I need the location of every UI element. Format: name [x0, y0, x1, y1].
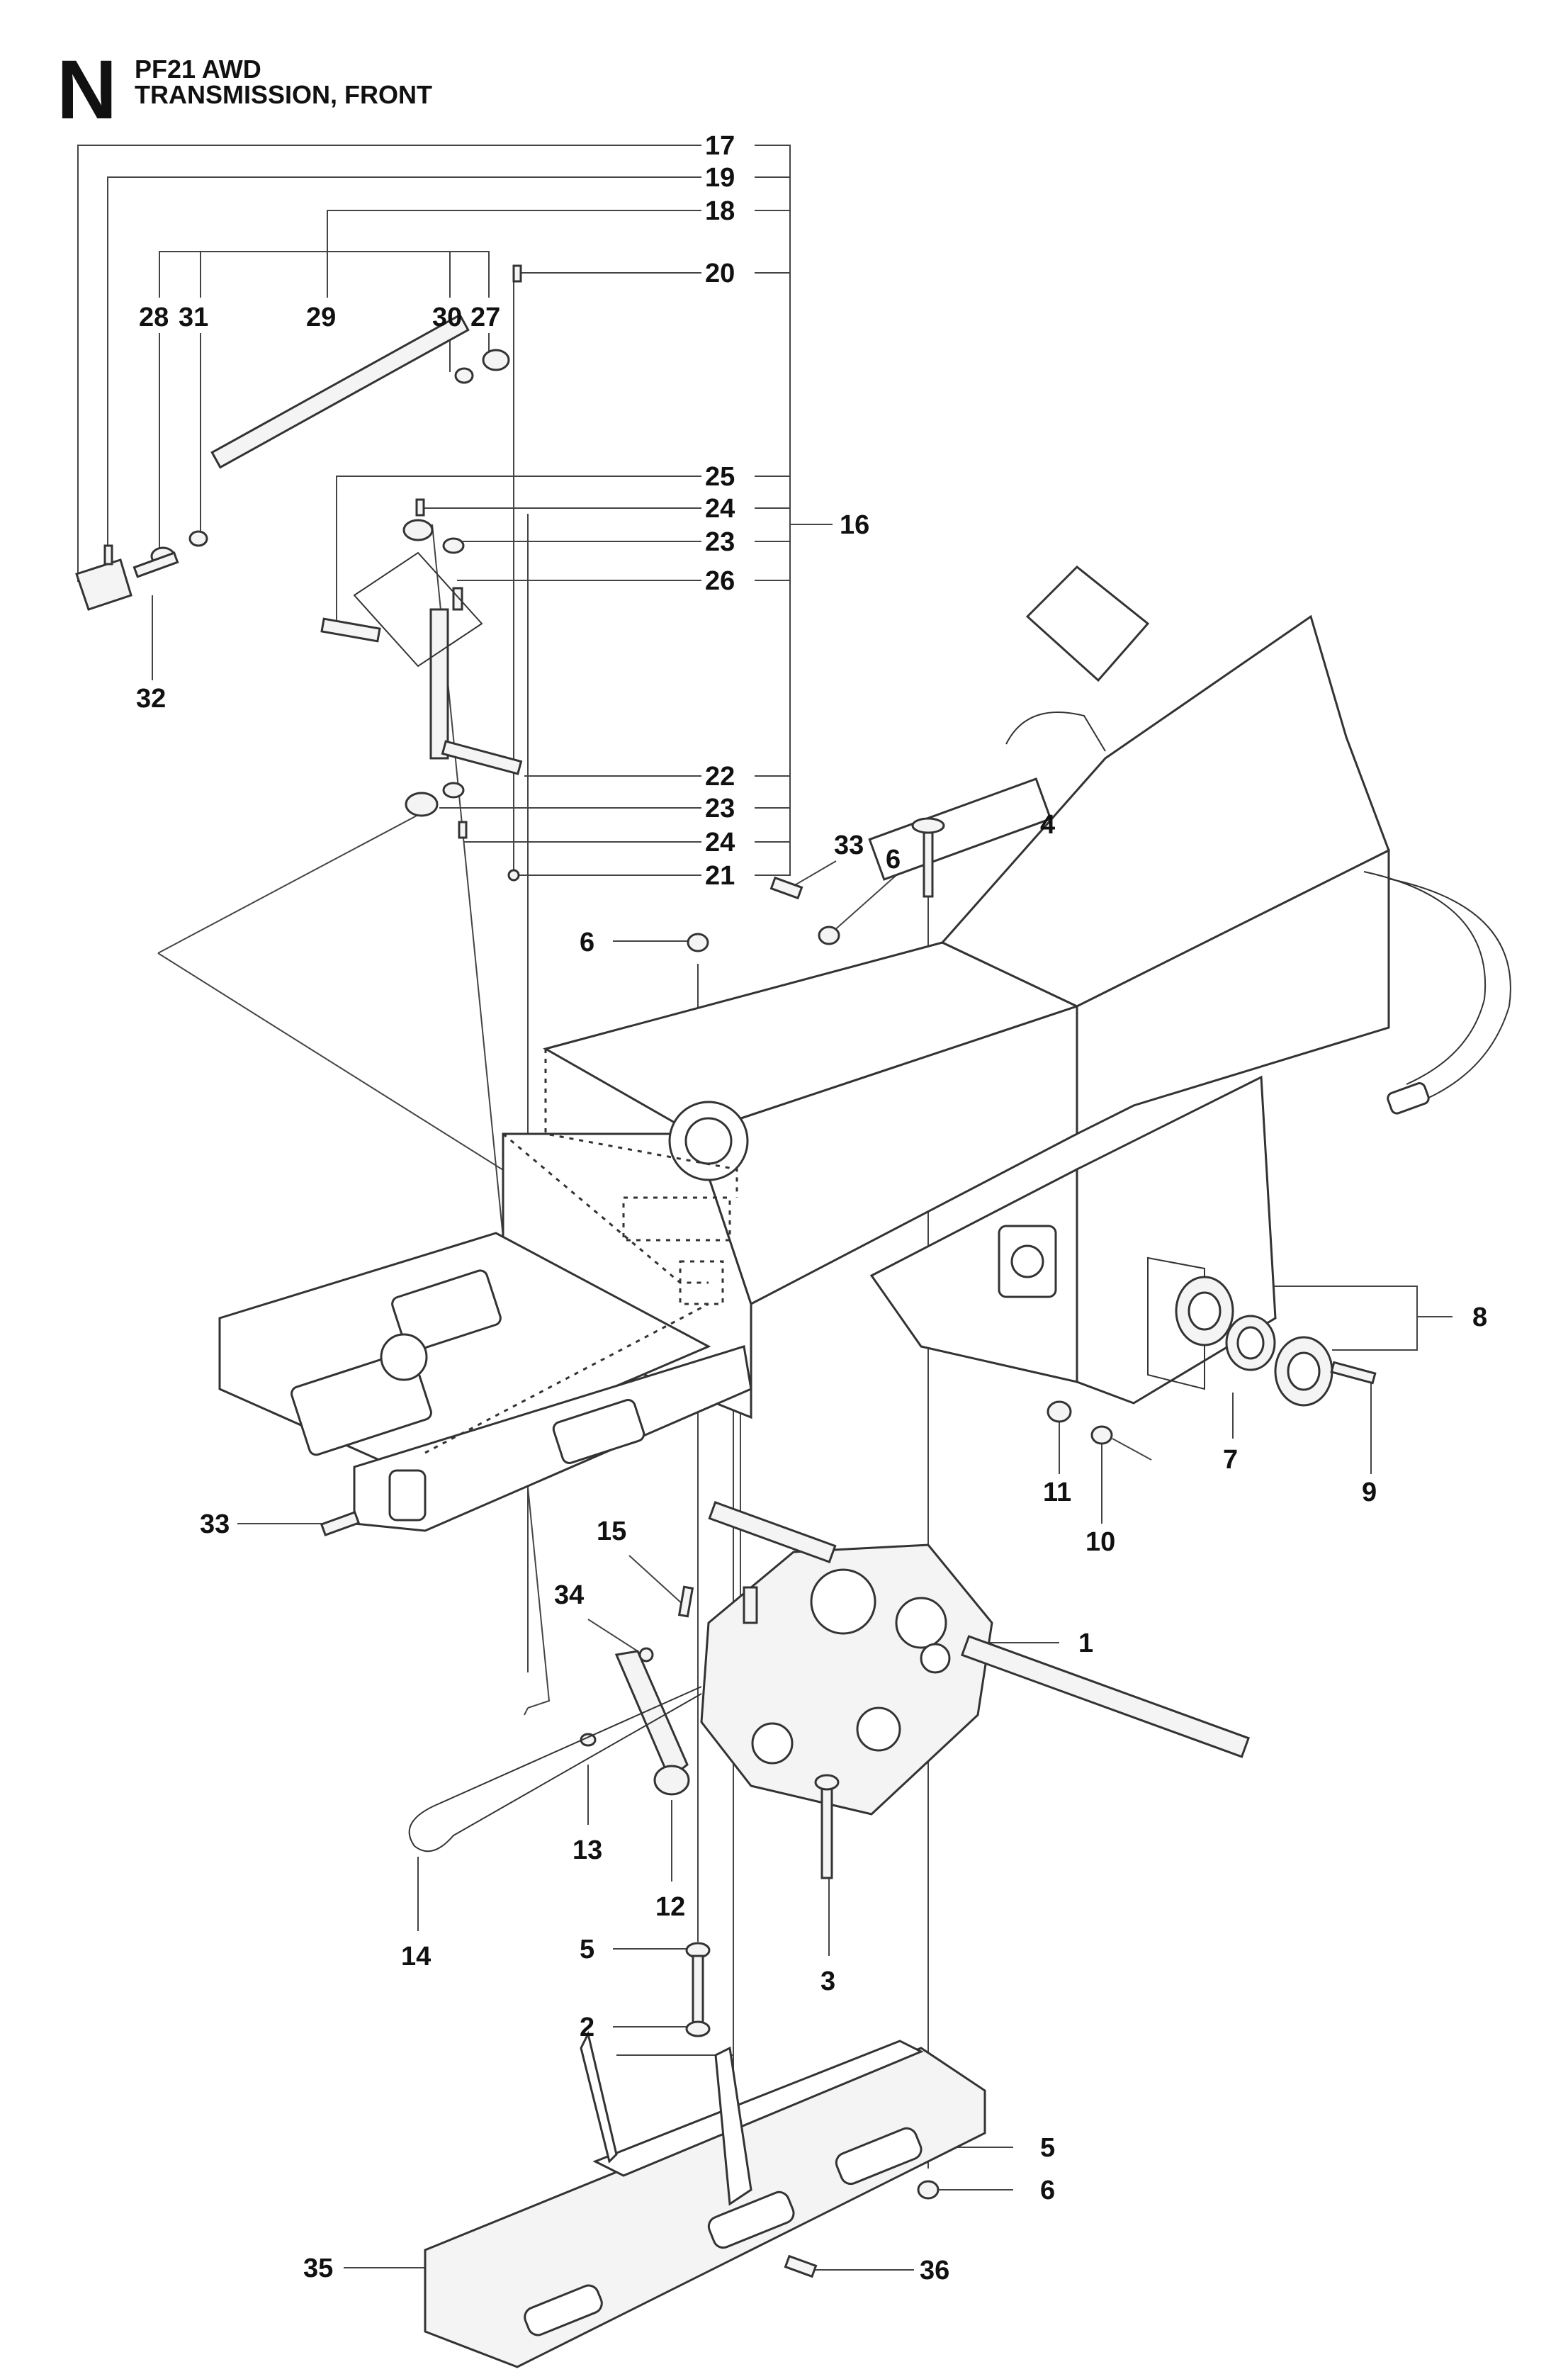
callout-6-left: 6 [580, 928, 594, 957]
bolt-4 [923, 831, 934, 898]
callout-25: 25 [705, 462, 735, 492]
washer-10 [1090, 1425, 1113, 1445]
callout-36: 36 [920, 2256, 949, 2285]
pin-15 [677, 1585, 694, 1618]
callout-16: 16 [840, 510, 869, 540]
transmission-1 [700, 1501, 1251, 1879]
callout-33-bottom: 33 [200, 1509, 230, 1539]
diagram-title: TRANSMISSION, FRONT [135, 80, 432, 109]
callout-6-top: 6 [886, 845, 901, 874]
shift-arm-22 [429, 608, 449, 760]
callout-12: 12 [655, 1892, 685, 1922]
mower-frame [218, 565, 1511, 1532]
callout-24-top: 24 [705, 494, 735, 524]
rod-29 [210, 313, 470, 469]
bolt-9 [1330, 1361, 1377, 1385]
callout-4: 4 [1040, 810, 1055, 840]
guard-parts [424, 1942, 986, 2368]
callout-18: 18 [705, 196, 735, 226]
callout-labels: 17 19 18 20 28 31 29 30 27 25 24 23 16 2… [136, 131, 1487, 2285]
bolt-33b [320, 1511, 361, 1536]
callout-24-bottom: 24 [705, 828, 735, 857]
callout-35: 35 [303, 2254, 333, 2283]
nut-11 [1047, 1400, 1072, 1423]
callout-20: 20 [705, 259, 735, 288]
lever-12 [614, 1650, 689, 1781]
rod-14 [408, 1686, 702, 1852]
callout-5-right: 5 [1040, 2133, 1055, 2163]
mounting-outline [424, 1049, 1205, 1454]
callout-1: 1 [1078, 1629, 1093, 1658]
callout-10: 10 [1085, 1527, 1115, 1557]
callout-9: 9 [1362, 1478, 1377, 1507]
callout-23-bottom: 23 [705, 794, 735, 823]
callout-8: 8 [1472, 1303, 1487, 1332]
nut-34 [638, 1647, 654, 1663]
callout-22: 22 [705, 762, 735, 792]
callout-21: 21 [705, 861, 735, 891]
callout-11: 11 [1043, 1478, 1071, 1507]
callout-30: 30 [432, 303, 462, 332]
callout-28: 28 [139, 303, 169, 332]
callout-7: 7 [1223, 1445, 1238, 1475]
callout-29: 29 [306, 303, 336, 332]
callout-3: 3 [820, 1967, 835, 1996]
bearing-parts [320, 817, 1377, 1536]
nut-6a [687, 933, 709, 952]
model-name: PF21 AWD [135, 55, 261, 84]
callout-15: 15 [597, 1517, 626, 1546]
bolt-36 [784, 2254, 818, 2278]
bracket-32 [75, 558, 132, 611]
linkage-parts [75, 264, 523, 882]
callout-14: 14 [401, 1942, 431, 1972]
nut-6c [917, 2180, 940, 2200]
callout-32: 32 [136, 684, 166, 714]
callout-26: 26 [705, 566, 735, 596]
callout-27: 27 [470, 303, 500, 332]
callout-5-left: 5 [580, 1935, 594, 1964]
bolt-2 [692, 1955, 704, 2028]
callout-19: 19 [705, 163, 735, 193]
callout-17: 17 [705, 131, 735, 161]
callout-31: 31 [179, 303, 208, 332]
nut-6b [818, 926, 840, 945]
section-letter: N [57, 43, 118, 137]
callout-23-top: 23 [705, 527, 735, 557]
lever-parts [408, 1585, 702, 1852]
axle [960, 1635, 1251, 1758]
callout-2: 2 [580, 2013, 594, 2042]
callout-33-top: 33 [834, 831, 864, 860]
callout-34: 34 [554, 1580, 584, 1610]
skid-guard-35 [424, 2047, 986, 2368]
callout-6-bottom: 6 [1040, 2176, 1055, 2205]
callout-13: 13 [573, 1835, 602, 1865]
bolt-33a [769, 876, 803, 900]
